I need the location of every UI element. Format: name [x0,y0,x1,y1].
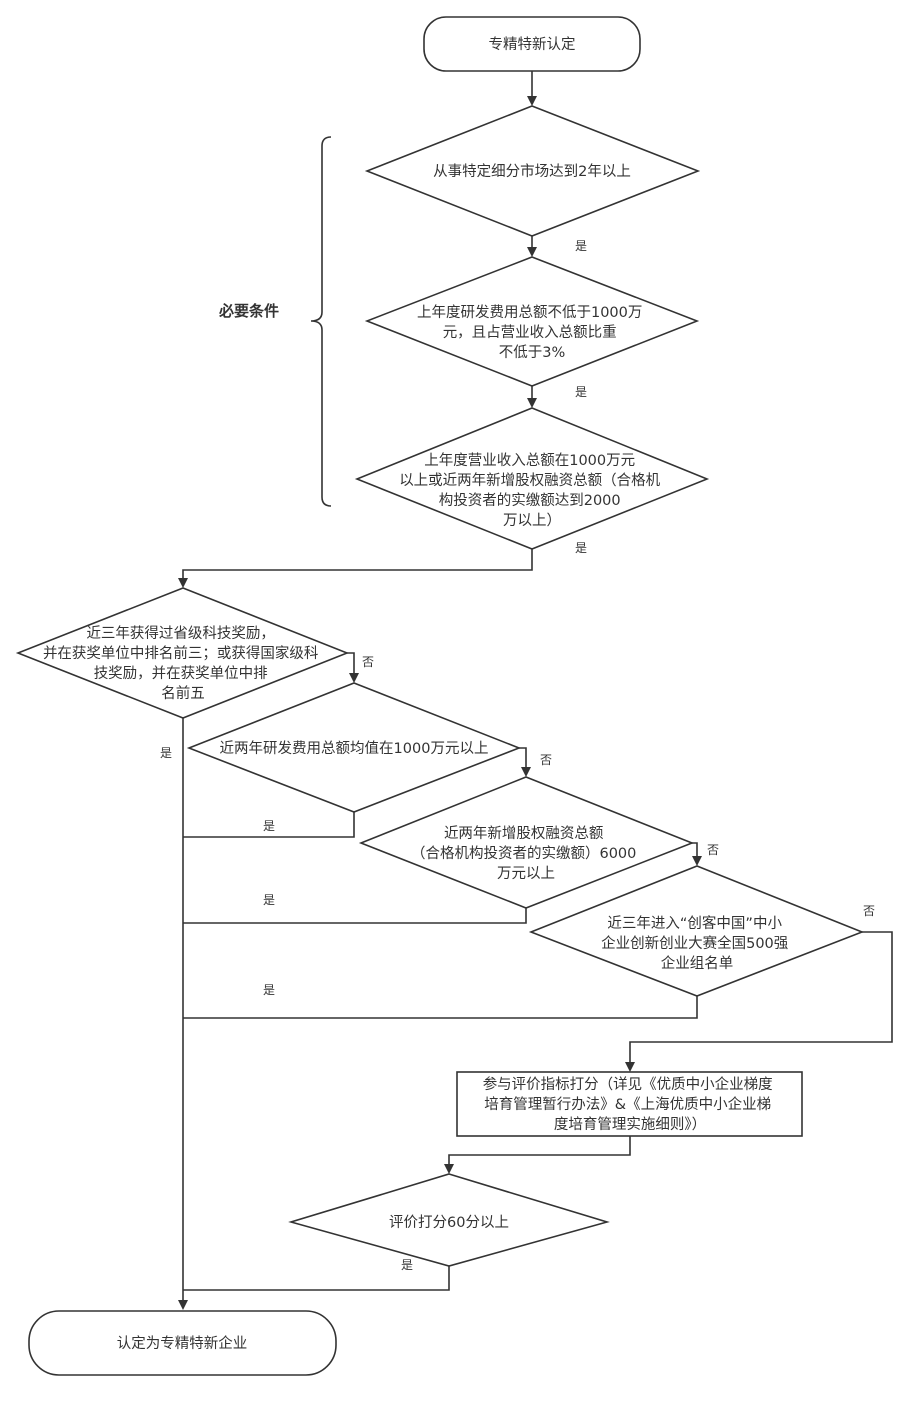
edge-cond3-q1 [182,549,533,579]
condition-revenue-financing-line1: 上年度营业收入总额在1000万元 [424,452,635,469]
edge-q3-q4 [692,842,698,857]
decision-sci-tech-award-line1: 近三年获得过省级科技奖励， [86,625,275,642]
arrow-q1-q2 [349,673,359,683]
condition-rd-expense-line2: 元，且占营业收入总额比重 [443,324,617,341]
decision-score-60: 评价打分60分以上 [288,1173,610,1267]
condition-revenue-financing-line3: 构投资者的实缴额达到2000 [439,492,621,509]
no-label-q3: 否 [707,843,719,857]
requirements-label: 必要条件 [218,302,279,320]
edge-q5-yes [183,1266,450,1291]
condition-revenue-financing-line2: 以上或近两年新增股权融资总额（合格机 [399,472,660,489]
edge-q1-q2 [347,652,355,674]
svg-text:上年度研发费用总额不低于1000万 元，且占营业: 上年度研发费用总额不低于1000万 元，且占营业收入总额比重 不低于3% [417,304,647,361]
arrow-to-end [178,1300,188,1310]
condition-market-2years-label: 从事特定细分市场达到2年以上 [433,163,631,180]
decision-sci-tech-award: 近三年获得过省级科技奖励， 并在获奖单位中排名前三；或获得国家级科 技奖励，并在… [15,587,350,719]
decision-maker-china-line2: 企业创新创业大赛全国500强 [601,934,788,952]
edge-q4-yes [183,996,698,1019]
decision-rd-average: 近两年研发费用总额均值在1000万元以上 [186,682,522,813]
condition-rd-expense-line3: 不低于3% [499,344,566,361]
arrow-cond3-q1 [178,578,188,588]
process-evaluation-scoring-line1: 参与评价指标打分（详见《优质中小企业梯度 [483,1075,773,1093]
yes-label-q3: 是 [263,893,275,907]
edge-q4-score [629,931,893,1063]
decision-sci-tech-award-line4: 名前五 [161,685,205,702]
svg-text:近三年进入“创客中国”中小 企业创新创业大赛全国: 近三年进入“创客中国”中小 企业创新创业大赛全国500强 企业组名单 [601,915,793,972]
edge-score-q5 [448,1136,631,1165]
decision-rd-average-label: 近两年研发费用总额均值在1000万元以上 [220,740,489,757]
arrow-score-q5 [444,1164,454,1174]
decision-maker-china-line1: 近三年进入“创客中国”中小 [607,915,782,932]
yes-label-cond2: 是 [575,385,587,399]
condition-market-2years: 从事特定细分市场达到2年以上 [364,105,701,237]
decision-maker-china-line3: 企业组名单 [661,954,734,972]
no-label-q2: 否 [540,753,552,767]
condition-rd-expense-line1: 上年度研发费用总额不低于1000万 [417,304,642,321]
start-node-label: 专精特新认定 [489,36,576,53]
arrow-cond2-cond3 [527,398,537,408]
svg-text:上年度营业收入总额在1000万元 以上或近两年新: 上年度营业收入总额在1000万元 以上或近两年新增股权融资总额（合格机 构投资者… [399,452,665,529]
condition-rd-expense: 上年度研发费用总额不低于1000万 元，且占营业收入总额比重 不低于3% [364,256,700,387]
process-evaluation-scoring-line2: 培育管理暂行办法》&《上海优质中小企业梯 [484,1095,771,1113]
edge-q2-yes [183,812,355,838]
condition-revenue-financing-line4: 万以上） [503,512,561,529]
start-node: 专精特新认定 [423,16,641,72]
decision-equity-financing-line3: 万元以上 [497,865,555,882]
condition-revenue-financing: 上年度营业收入总额在1000万元 以上或近两年新增股权融资总额（合格机 构投资者… [354,407,710,550]
decision-equity-financing-line1: 近两年新增股权融资总额 [444,825,604,842]
arrow-q2-q3 [521,767,531,777]
end-node: 认定为专精特新企业 [28,1310,337,1376]
yes-label-cond3: 是 [575,541,587,555]
decision-equity-financing: 近两年新增股权融资总额 （合格机构投资者的实缴额）6000 万元以上 [358,776,695,909]
arrow-q4-score [625,1062,635,1072]
process-evaluation-scoring-line3: 度培育管理实施细则》） [554,1116,706,1133]
svg-text:近三年获得过省级科技奖励， 并在获奖单位中排名前: 近三年获得过省级科技奖励， 并在获奖单位中排名前三；或获得国家级科 技奖励，并在… [43,625,323,702]
edge-q2-q3 [519,747,527,768]
end-node-label: 认定为专精特新企业 [117,1334,248,1352]
svg-text:近两年新增股权融资总额 （合格机构投资者的实缴额: 近两年新增股权融资总额 （合格机构投资者的实缴额）6000 万元以上 [411,825,641,882]
decision-sci-tech-award-line3: 技奖励，并在获奖单位中排 [94,665,268,682]
process-evaluation-scoring: 参与评价指标打分（详见《优质中小企业梯度 培育管理暂行办法》&《上海优质中小企业… [456,1071,803,1137]
edge-q3-yes [183,908,527,924]
decision-maker-china: 近三年进入“创客中国”中小 企业创新创业大赛全国500强 企业组名单 [528,865,865,997]
decision-sci-tech-award-line2: 并在获奖单位中排名前三；或获得国家级科 [43,645,319,662]
arrow-start-cond1 [527,96,537,106]
svg-text:参与评价指标打分（详见《优质中小企业梯度 培育管: 参与评价指标打分（详见《优质中小企业梯度 培育管理暂行办法》&《上海优质中小企业… [483,1075,778,1133]
arrow-q3-q4 [692,856,702,866]
yes-label-q4: 是 [263,983,275,997]
requirements-brace [310,136,332,507]
no-label-q4: 否 [863,904,875,918]
yes-label-cond1: 是 [575,239,587,253]
connectors [178,71,893,1310]
edge-labels: 是 是 是 否 是 否 是 否 是 否 是 是 [160,239,875,1272]
no-label-q1: 否 [362,655,374,669]
yes-label-q5: 是 [401,1258,413,1272]
yes-label-q1: 是 [160,746,172,760]
arrow-cond1-cond2 [527,247,537,257]
decision-equity-financing-line2: （合格机构投资者的实缴额）6000 [411,845,636,862]
decision-score-60-label: 评价打分60分以上 [389,1214,509,1231]
yes-label-q2: 是 [263,819,275,833]
